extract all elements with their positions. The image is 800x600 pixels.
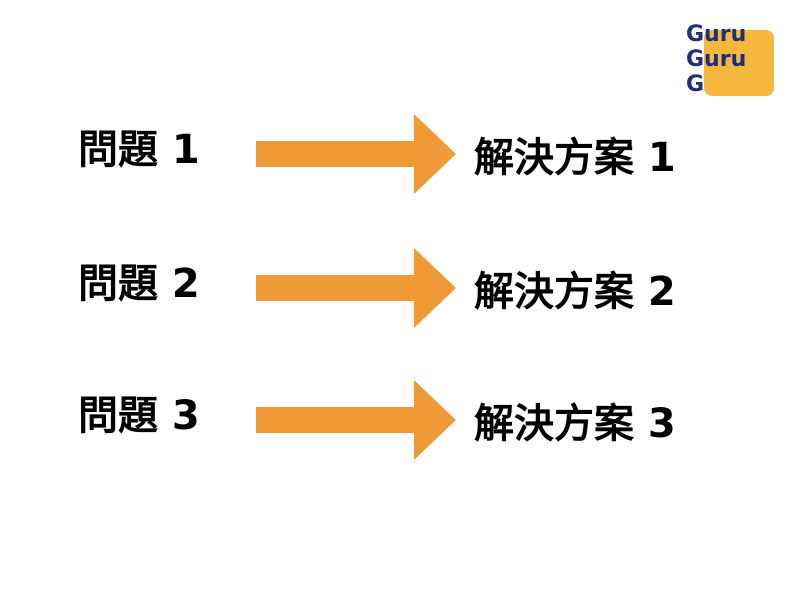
gurugurug-logo: Guru Guru G (684, 20, 776, 100)
arrow-right-icon (256, 114, 456, 194)
problem-label-1: 問題 1 (78, 127, 200, 173)
arrow-shape (256, 248, 456, 328)
problem-solution-row-3: 問題 3 解決方案 3 (0, 380, 800, 460)
solution-label-3: 解決方案 3 (474, 401, 676, 447)
arrow-right-icon (256, 248, 456, 328)
arrow-right-icon (256, 380, 456, 460)
arrow-shape (256, 114, 456, 194)
problem-solution-row-1: 問題 1 解決方案 1 (0, 114, 800, 194)
logo-background (704, 30, 774, 96)
arrow-shape (256, 380, 456, 460)
problem-label-2: 問題 2 (78, 261, 200, 307)
logo-line-1: Guru (686, 22, 747, 47)
problem-solution-row-2: 問題 2 解決方案 2 (0, 248, 800, 328)
problem-label-3: 問題 3 (78, 393, 200, 439)
solution-label-2: 解決方案 2 (474, 269, 676, 315)
solution-label-1: 解決方案 1 (474, 135, 676, 181)
logo-line-2: Guru (686, 47, 747, 72)
logo-line-3: G (686, 72, 705, 97)
